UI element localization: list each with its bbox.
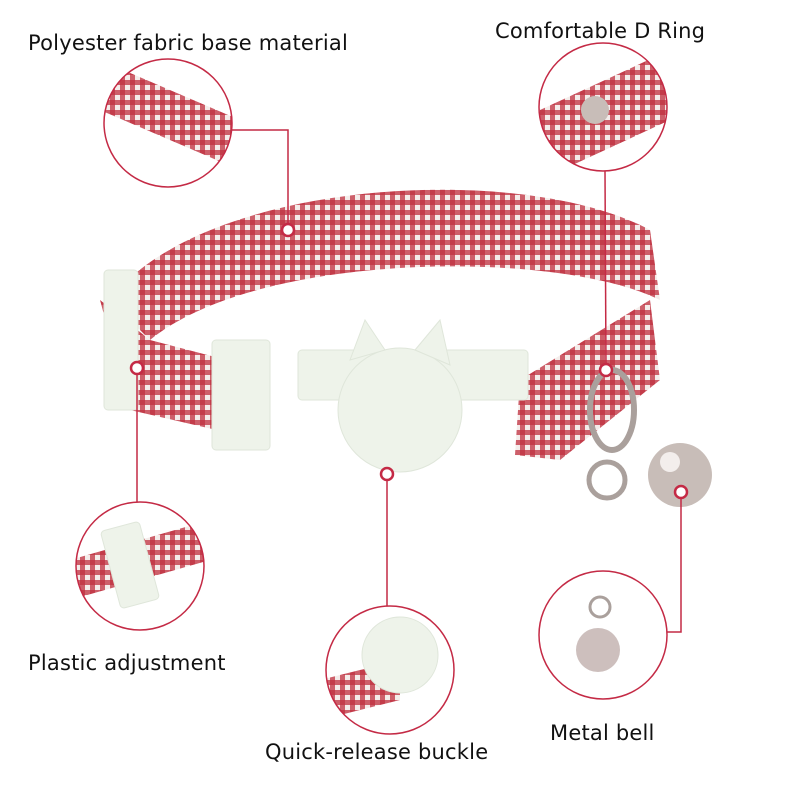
label-fabric: Polyester fabric base material [28, 31, 349, 55]
leader-lines [136, 129, 682, 633]
detail-d-ring [538, 42, 668, 172]
detail-bell [538, 570, 668, 700]
callout-dots [129, 222, 689, 500]
detail-buckle [325, 605, 455, 735]
label-bell: Metal bell [550, 721, 655, 745]
cat-buckle [297, 318, 529, 473]
label-buckle: Quick-release buckle [265, 740, 489, 764]
label-adjustment: Plastic adjustment [28, 651, 226, 675]
detail-adjustment [75, 501, 205, 631]
metal-bell [586, 443, 712, 507]
plastic-adjuster [103, 269, 271, 451]
detail-fabric [103, 58, 233, 188]
label-d-ring: Comfortable D Ring [495, 19, 706, 43]
